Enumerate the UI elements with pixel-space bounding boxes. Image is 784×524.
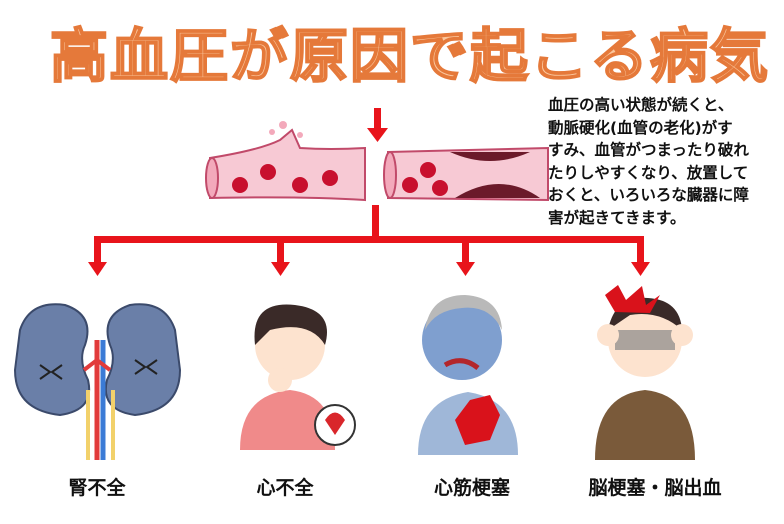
description-line: 害が起きてきます。	[548, 208, 686, 227]
label-heart-failure: 心不全	[256, 477, 314, 499]
blocked-vessel-illustration	[383, 146, 549, 202]
myocardial-infarction-illustration	[418, 295, 518, 455]
branch-arrows	[88, 205, 650, 276]
description-line: たりしやすくなり、放置して	[548, 163, 749, 182]
description-line: 動脈硬化(血管の老化)がす	[548, 118, 733, 137]
description-text: 血圧の高い状態が続くと、 動脈硬化(血管の老化)がす すみ、血管がつまったり破れ…	[548, 94, 784, 229]
heart-failure-illustration	[240, 304, 356, 450]
label-stroke: 脳梗塞・脳出血	[588, 477, 722, 499]
description-line: おくと、いろいろな臓器に障	[548, 186, 749, 204]
ruptured-vessel-illustration	[205, 121, 366, 202]
label-kidney-failure: 腎不全	[68, 477, 126, 499]
arrow-down-icon	[367, 108, 388, 142]
label-myocardial-infarction: 心筋梗塞	[433, 477, 510, 499]
stroke-illustration	[595, 285, 695, 460]
kidney-illustration	[13, 303, 182, 460]
description-line: 血圧の高い状態が続くと、	[548, 96, 734, 114]
description-line: すみ、血管がつまったり破れ	[548, 141, 749, 159]
page-title: 高血圧が原因で起こる病気	[49, 22, 770, 90]
